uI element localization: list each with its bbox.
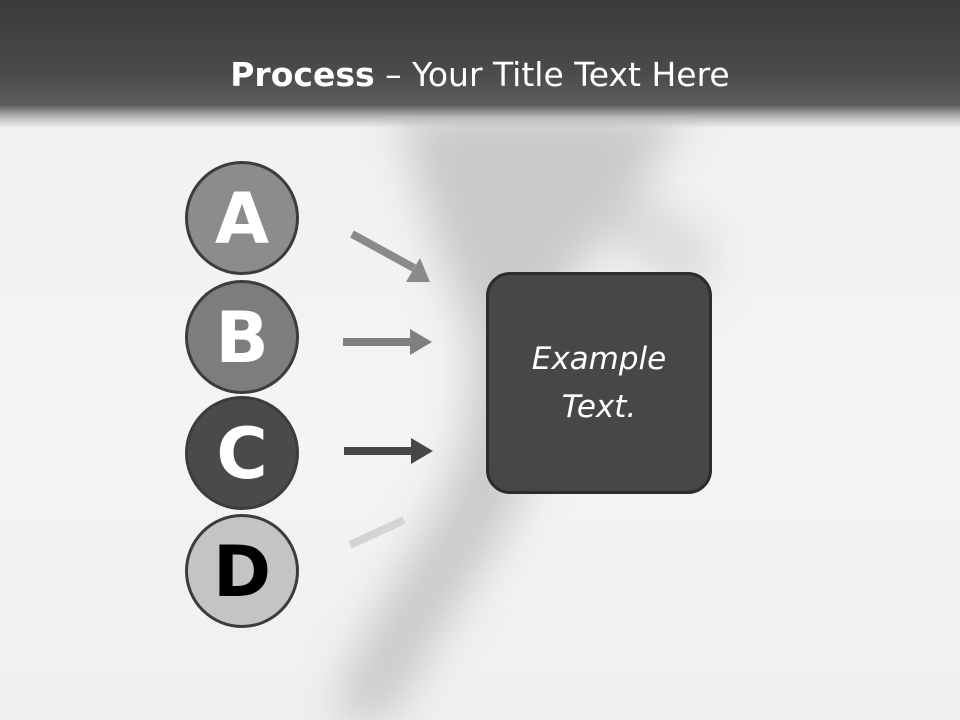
circle-a: A: [185, 161, 299, 275]
circle-c: C: [185, 396, 299, 510]
arrow-d: [348, 516, 406, 549]
arrow-c: [344, 438, 433, 464]
circle-a-label: A: [214, 178, 270, 260]
example-text-box: Example Text.: [486, 272, 712, 494]
title-rest: – Your Title Text Here: [374, 55, 730, 94]
title-bar: Process – Your Title Text Here: [0, 0, 960, 128]
example-text: Example Text.: [531, 341, 667, 425]
circle-b-label: B: [215, 297, 269, 379]
circle-b: B: [185, 280, 299, 394]
circle-d: D: [185, 514, 299, 628]
slide-title: Process – Your Title Text Here: [0, 52, 960, 98]
arrow-a: [350, 230, 430, 282]
circle-c-label: C: [216, 413, 268, 495]
title-bold: Process: [230, 55, 375, 94]
circle-d-label: D: [212, 531, 272, 613]
arrow-b: [343, 329, 432, 355]
